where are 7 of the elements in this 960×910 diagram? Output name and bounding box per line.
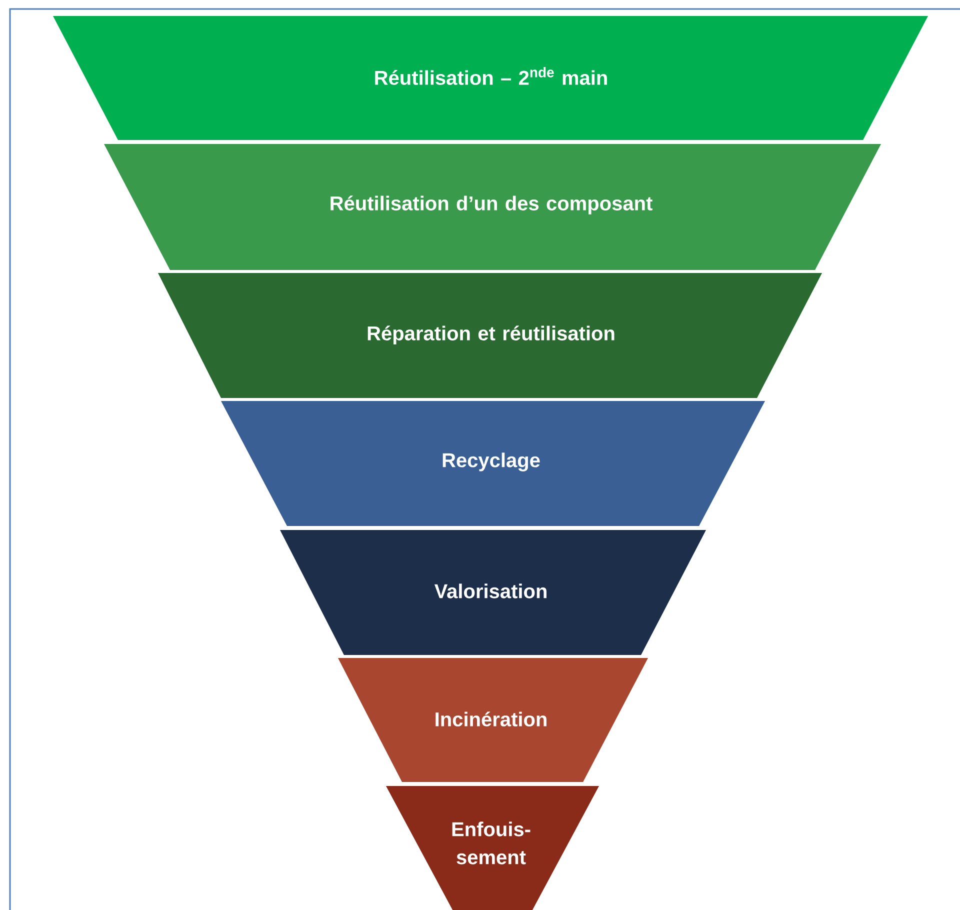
funnel-layer: Recyclage: [221, 401, 765, 526]
funnel-layer: Enfouis- sement: [386, 786, 599, 910]
funnel-layer: Réutilisation – 2$^{nde}$ main: [53, 16, 928, 140]
funnel-layer: Réparation et réutilisation: [158, 273, 822, 398]
funnel-layer: Réutilisation d’un des composant: [104, 144, 881, 270]
funnel-layer: Incinération: [338, 658, 648, 782]
funnel-layer: Valorisation: [280, 530, 706, 655]
